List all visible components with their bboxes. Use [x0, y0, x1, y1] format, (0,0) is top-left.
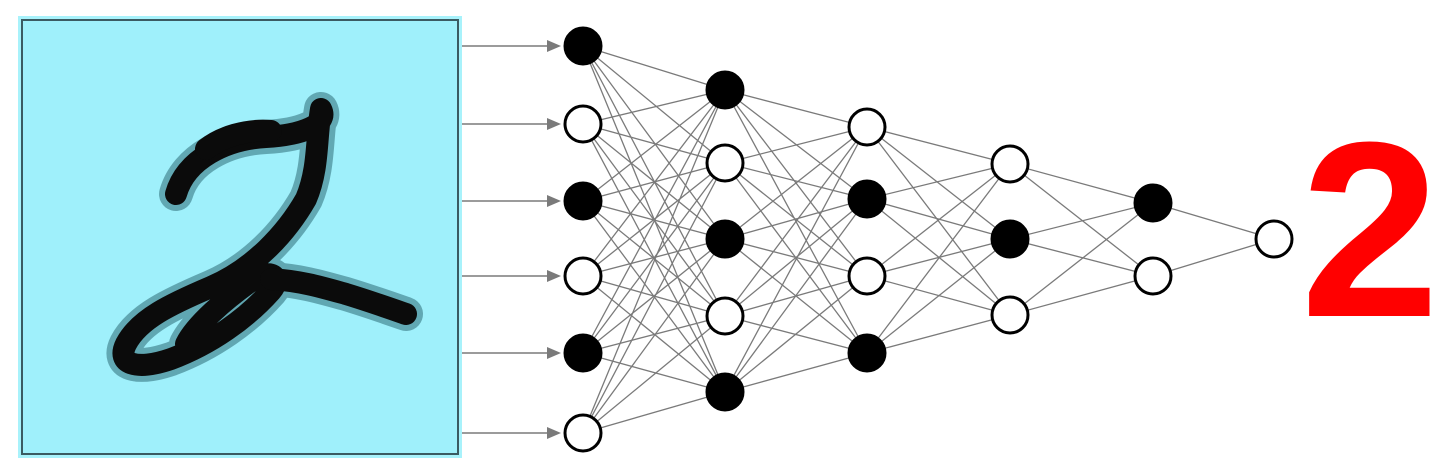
connection-edge	[1009, 202, 1154, 240]
connection-edge	[724, 126, 868, 317]
inactive-neuron-node	[563, 413, 603, 453]
connection-edge	[582, 162, 726, 277]
input-arrow-head	[547, 40, 561, 52]
connection-edge	[724, 198, 868, 240]
connection-edge	[724, 162, 868, 200]
connection-edge	[866, 126, 1011, 240]
connection-edge	[582, 89, 726, 354]
active-neuron-node	[705, 70, 745, 110]
connection-edge	[1009, 202, 1154, 316]
handwritten-digit-drawing	[106, 92, 423, 382]
connection-edge	[724, 275, 868, 393]
connection-edge	[582, 315, 726, 434]
connection-edge	[582, 89, 726, 125]
connection-edge	[724, 198, 868, 393]
connection-edge	[582, 123, 726, 164]
connection-edge	[724, 126, 868, 164]
connection-edge	[866, 314, 1011, 354]
inactive-neuron-node	[705, 143, 745, 183]
connection-edge	[724, 89, 868, 128]
connection-edge	[582, 391, 726, 434]
inactive-neuron-node	[563, 256, 603, 296]
connection-edge	[866, 163, 1011, 354]
connection-edge	[724, 352, 868, 393]
connection-edge	[866, 163, 1011, 277]
input-arrow-head	[547, 195, 561, 207]
connection-edge	[582, 89, 726, 202]
active-neuron-node	[847, 179, 887, 219]
connection-edge	[866, 126, 1011, 165]
active-neuron-node	[847, 333, 887, 373]
connection-edge	[1009, 163, 1154, 277]
active-neuron-node	[563, 26, 603, 66]
connection-edge	[582, 89, 726, 434]
connection-edge	[1009, 275, 1154, 316]
connection-edge	[582, 45, 726, 164]
predicted-digit-label: 2	[1300, 90, 1440, 369]
connection-edge	[1152, 202, 1275, 240]
input-arrow-head	[547, 118, 561, 130]
active-neuron-node	[563, 333, 603, 373]
inactive-neuron-node	[847, 107, 887, 147]
active-neuron-node	[563, 181, 603, 221]
connection-edge	[582, 238, 726, 354]
connection-edge	[582, 238, 726, 434]
input-arrow-head	[547, 270, 561, 282]
inactive-neuron-node	[1133, 256, 1173, 296]
active-neuron-node	[990, 219, 1030, 259]
connection-edge	[866, 163, 1011, 200]
inactive-neuron-node	[847, 256, 887, 296]
connection-edge	[582, 162, 726, 354]
connection-edge	[582, 45, 726, 91]
connection-edge	[724, 198, 868, 317]
input-arrow-head	[547, 347, 561, 359]
connection-edge	[866, 198, 1011, 240]
active-neuron-node	[705, 219, 745, 259]
connection-edge	[1009, 238, 1154, 277]
input-digit-image	[18, 16, 462, 458]
inactive-neuron-node	[705, 296, 745, 336]
connection-edge	[582, 315, 726, 354]
connection-edge	[582, 89, 726, 277]
connection-edge	[724, 126, 868, 393]
connection-edge	[582, 352, 726, 393]
inactive-neuron-node	[563, 104, 603, 144]
connection-edge	[866, 126, 1011, 316]
active-neuron-node	[1133, 183, 1173, 223]
connection-edge	[866, 238, 1011, 354]
connection-edge	[724, 126, 868, 240]
connection-edge	[1009, 163, 1154, 204]
inactive-neuron-node	[1254, 219, 1294, 259]
inactive-neuron-node	[990, 295, 1030, 335]
inactive-neuron-node	[990, 144, 1030, 184]
input-arrow-head	[547, 427, 561, 439]
active-neuron-node	[705, 372, 745, 412]
connection-edge	[582, 162, 726, 434]
connection-edge	[1152, 238, 1275, 277]
